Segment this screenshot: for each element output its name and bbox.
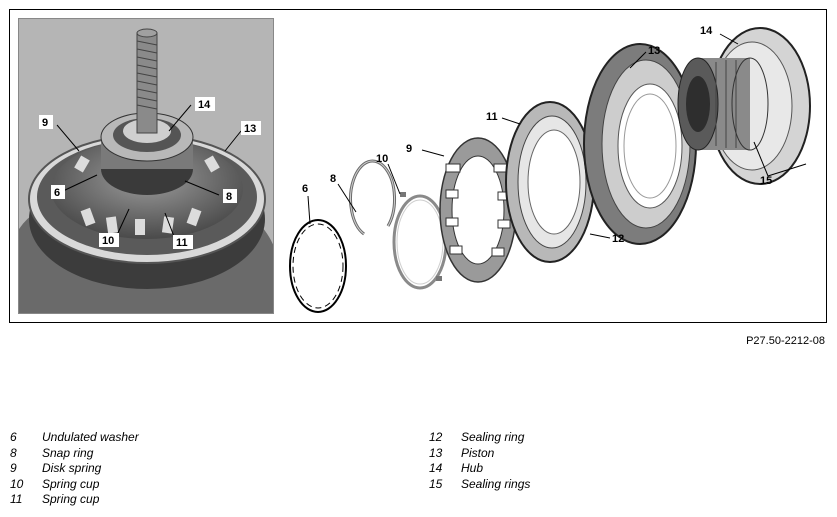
- legend-number: 11: [10, 492, 23, 507]
- callout-13: 13: [648, 45, 660, 57]
- legend-item: 15 Sealing rings: [429, 477, 530, 493]
- legend-label: Sealing ring: [461, 430, 525, 444]
- disk-spring: [439, 137, 517, 283]
- legend-number: 12: [429, 430, 443, 444]
- callout-14: 14: [700, 25, 713, 37]
- legend-number: 6: [10, 430, 17, 444]
- photo-callout-8: 8: [226, 191, 232, 203]
- legend-number: 8: [10, 445, 17, 460]
- spring-cup: [505, 101, 595, 263]
- legend-item: 12 Sealing ring: [429, 430, 530, 446]
- assembled-photo: 14 9 13 6 8 10 11: [18, 18, 274, 314]
- photo-callout-9: 9: [42, 117, 48, 129]
- photo-callout-6: 6: [54, 187, 60, 199]
- spring-cup-ring: [392, 192, 448, 290]
- legend-number: 13: [429, 445, 443, 460]
- legend-item: 13 Piston: [429, 446, 530, 462]
- callout-9: 9: [406, 143, 412, 155]
- piston: [583, 43, 697, 245]
- legend-label: Hub: [461, 461, 484, 476]
- callout-12: 12: [612, 233, 624, 245]
- legend-number: 15: [429, 476, 443, 491]
- legend-item: 10 Spring cup: [10, 477, 139, 493]
- legend-item: 9 Disk spring: [10, 461, 139, 477]
- legend-number: 9: [10, 461, 17, 476]
- hub: [677, 27, 811, 185]
- legend-item: 6 Undulated washer: [10, 430, 139, 446]
- legend-item: 14 Hub: [429, 461, 530, 477]
- callout-10: 10: [376, 153, 388, 165]
- figure-reference: P27.50-2212-08: [746, 335, 825, 347]
- photo-callout-11: 11: [176, 237, 188, 249]
- legend-label: Undulated washer: [42, 430, 139, 444]
- legend-number: 14: [429, 461, 443, 476]
- exploded-view: 6 8 10 9 11 12 13 14 15: [280, 14, 825, 320]
- legend-left: 6 Undulated washer 8 Snap ring 9 Disk sprin…: [10, 430, 139, 508]
- callout-8: 8: [330, 173, 336, 185]
- photo-callout-13: 13: [244, 123, 256, 135]
- snap-ring: [349, 159, 397, 236]
- legend-label: Piston: [461, 445, 495, 460]
- legend-item: 8 Snap ring: [10, 446, 139, 462]
- callout-15: 15: [760, 175, 772, 187]
- undulated-washer: [289, 219, 347, 313]
- legend-number: 10: [10, 476, 24, 491]
- callout-11: 11: [486, 111, 498, 123]
- legend-label: Spring cup: [42, 476, 100, 491]
- legend-label: Disk spring: [42, 461, 102, 476]
- legend-item: 11 Spring cup: [10, 492, 139, 508]
- legend-label: Spring cup: [42, 492, 100, 507]
- legend-label: Sealing rings: [461, 476, 531, 491]
- legend-right: 12 Sealing ring 13 Piston 14 Hub 15 Sealing …: [429, 430, 530, 492]
- legend-label: Snap ring: [42, 445, 94, 460]
- photo-callout-10: 10: [102, 235, 114, 247]
- callout-6: 6: [302, 183, 308, 195]
- photo-callout-14: 14: [198, 99, 211, 111]
